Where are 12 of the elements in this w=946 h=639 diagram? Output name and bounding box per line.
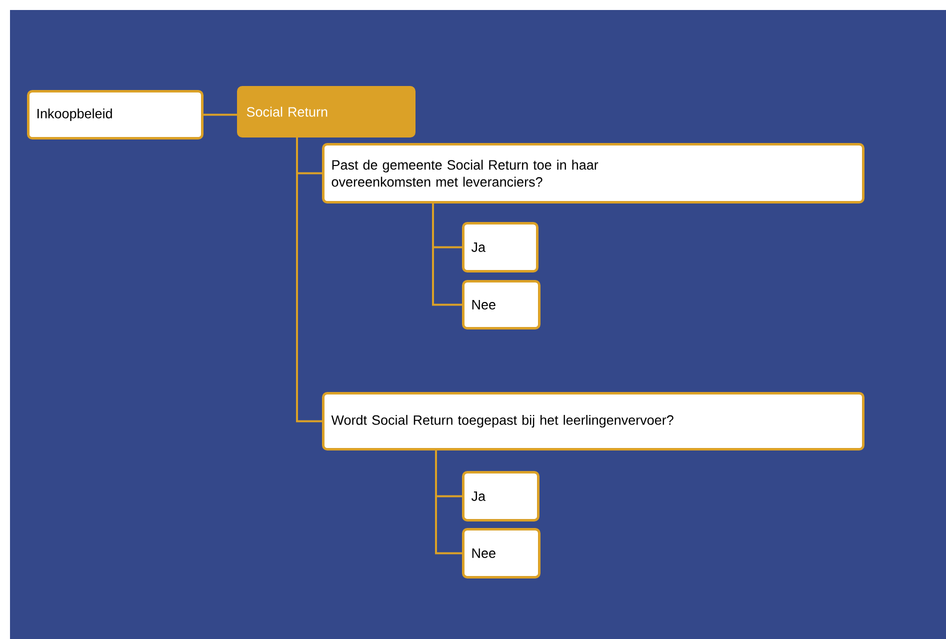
connector-line — [432, 204, 462, 306]
answer-box: Ja — [462, 471, 540, 522]
connector-line — [296, 138, 322, 422]
text-box: Inkoopbeleid — [27, 90, 204, 140]
text-box: Wordt Social Return toegepast bij het leerlingenvervoer? — [322, 392, 864, 450]
connector-line — [204, 114, 237, 116]
answer-box: Ja — [462, 222, 538, 272]
answer-box: Nee — [462, 280, 540, 330]
title-box: Social Return — [237, 86, 416, 138]
text-box: Past de gemeente Social Return toe in haar overeenkomsten met leveranciers? — [322, 143, 864, 204]
connector-line — [435, 450, 462, 554]
answer-box: Nee — [462, 528, 540, 578]
